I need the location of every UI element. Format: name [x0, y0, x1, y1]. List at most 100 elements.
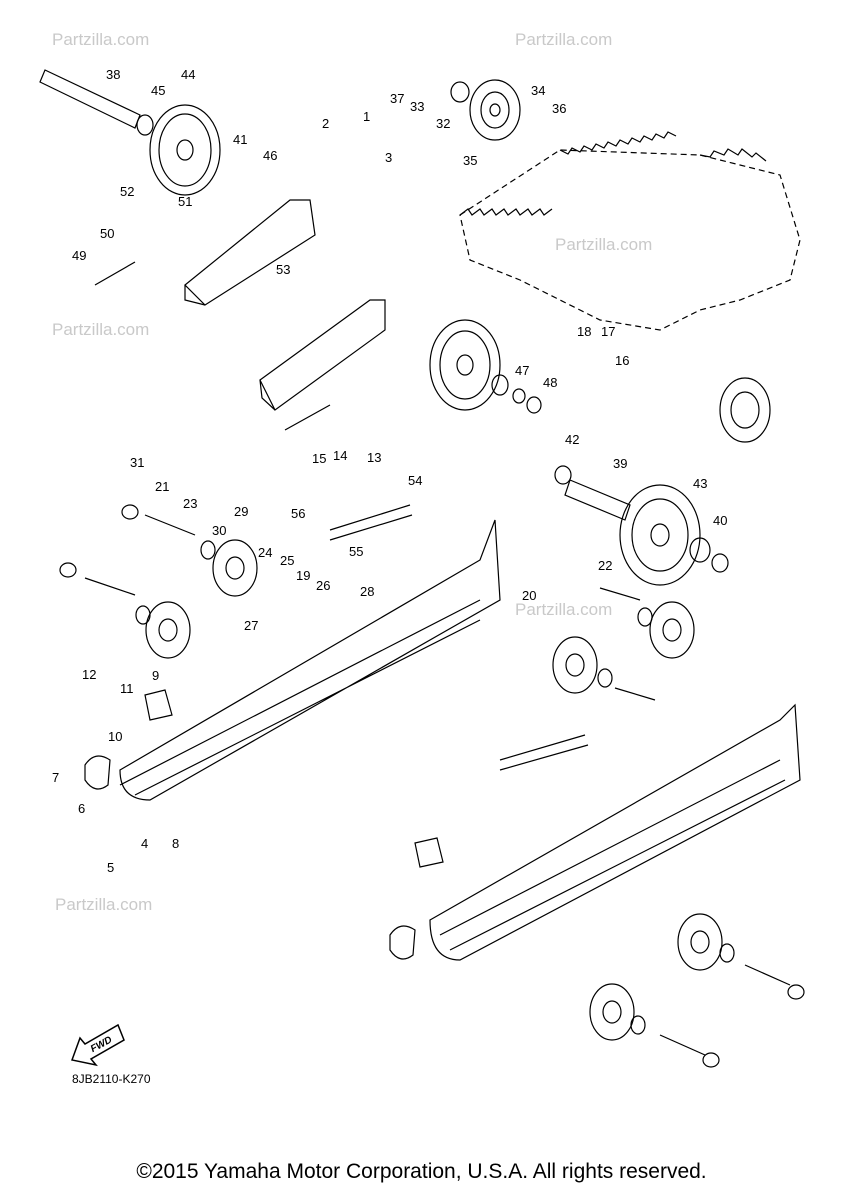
callout: 56 — [291, 506, 305, 521]
callout: 31 — [130, 455, 144, 470]
callout: 30 — [212, 523, 226, 538]
spring-54-left — [329, 504, 413, 541]
callout: 48 — [543, 375, 557, 390]
callout: 35 — [463, 153, 477, 168]
bushing-32-upper — [450, 81, 470, 103]
watermark: Partzilla.com — [515, 30, 612, 49]
callout: 7 — [52, 770, 59, 785]
bolt-22-b — [614, 687, 656, 701]
idler-wheel-44-middle — [429, 319, 501, 411]
copyright-notice: ©2015 Yamaha Motor Corporation, U.S.A. A… — [136, 1160, 707, 1183]
bracket-9-left — [144, 689, 173, 721]
callout: 40 — [713, 513, 727, 528]
callout: 37 — [390, 91, 404, 106]
axle-39 — [564, 479, 631, 521]
callout: 4 — [141, 836, 148, 851]
callout: 33 — [410, 99, 424, 114]
bolt-21-c — [744, 964, 791, 986]
callout: 26 — [316, 578, 330, 593]
callout: 47 — [515, 363, 529, 378]
bracket-9-right — [414, 837, 444, 868]
callout: 49 — [72, 248, 86, 263]
idler-wheel-35-right — [719, 377, 771, 443]
upper-rail-right — [259, 299, 386, 411]
collar-30-lra — [719, 943, 735, 963]
bolt-22-a — [599, 587, 641, 601]
callout: 29 — [234, 504, 248, 519]
nut-48 — [526, 396, 542, 414]
callout: 28 — [360, 584, 374, 599]
collar-30-ul — [200, 540, 216, 560]
collar-45-middle — [491, 374, 509, 396]
callout: 34 — [531, 83, 545, 98]
bushing-40 — [689, 537, 711, 563]
axle-38 — [39, 69, 141, 129]
watermark: Partzilla.com — [52, 320, 149, 339]
callout: 10 — [108, 729, 122, 744]
cap-31-a — [121, 504, 139, 520]
collar-30-c — [597, 668, 613, 688]
callout: 15 — [312, 451, 326, 466]
upper-rail-left — [184, 199, 316, 306]
bolt-21-a — [144, 514, 196, 536]
bolt-21-b — [84, 577, 136, 596]
callout: 42 — [565, 432, 579, 447]
callout: 55 — [349, 544, 363, 559]
callout: 38 — [106, 67, 120, 82]
collar-45-upper — [136, 114, 154, 136]
collar-30-lrb — [630, 1015, 646, 1035]
wheel-29-upper-left — [212, 539, 258, 597]
callout: 25 — [280, 553, 294, 568]
wheel-29-lower-right-b — [589, 983, 635, 1041]
idler-wheel-44-upper — [149, 104, 221, 196]
callout: 44 — [181, 67, 195, 82]
callout: 24 — [258, 545, 272, 560]
bolt-49-lower — [284, 404, 331, 431]
watermark: Partzilla.com — [55, 895, 152, 914]
spring-54-right — [499, 734, 589, 771]
callout: 51 — [178, 194, 192, 209]
idler-wheel-35-upper — [469, 79, 521, 141]
callout: 18 — [577, 324, 591, 339]
stopper-6-left — [84, 755, 111, 790]
callout: 41 — [233, 132, 247, 147]
wheel-29-center — [552, 636, 598, 694]
cap-31-d — [702, 1052, 720, 1068]
callout: 32 — [436, 116, 450, 131]
callout: 13 — [367, 450, 381, 465]
callout: 36 — [552, 101, 566, 116]
callout: 54 — [408, 473, 422, 488]
callout: 19 — [296, 568, 310, 583]
collar-42-right — [711, 553, 729, 573]
callout: 21 — [155, 479, 169, 494]
watermark: Partzilla.com — [515, 600, 612, 619]
callout: 8 — [172, 836, 179, 851]
callout: 52 — [120, 184, 134, 199]
cap-31-c — [787, 984, 805, 1000]
callout: 5 — [107, 860, 114, 875]
callout: 23 — [183, 496, 197, 511]
stopper-6-right — [389, 925, 416, 960]
callout: 45 — [151, 83, 165, 98]
callout: 14 — [333, 448, 347, 463]
wheel-29-center-right — [649, 601, 695, 659]
bolt-49-upper — [94, 261, 136, 286]
bolt-21-d — [659, 1034, 706, 1056]
watermark: Partzilla.com — [52, 30, 149, 49]
callout: 43 — [693, 476, 707, 491]
callout: 39 — [613, 456, 627, 471]
callout: 17 — [601, 324, 615, 339]
slide-rail-right — [429, 703, 801, 961]
collar-42-left — [554, 465, 572, 485]
callout: 20 — [522, 588, 536, 603]
cap-31-b — [59, 562, 77, 578]
callout: 3 — [385, 150, 392, 165]
callout: 12 — [82, 667, 96, 682]
callout: 50 — [100, 226, 114, 241]
watermark: Partzilla.com — [555, 235, 652, 254]
slide-rail-left — [119, 519, 501, 801]
callout: 2 — [322, 116, 329, 131]
wheel-29-lower-left — [145, 601, 191, 659]
wheel-29-lower-right-a — [677, 913, 723, 971]
